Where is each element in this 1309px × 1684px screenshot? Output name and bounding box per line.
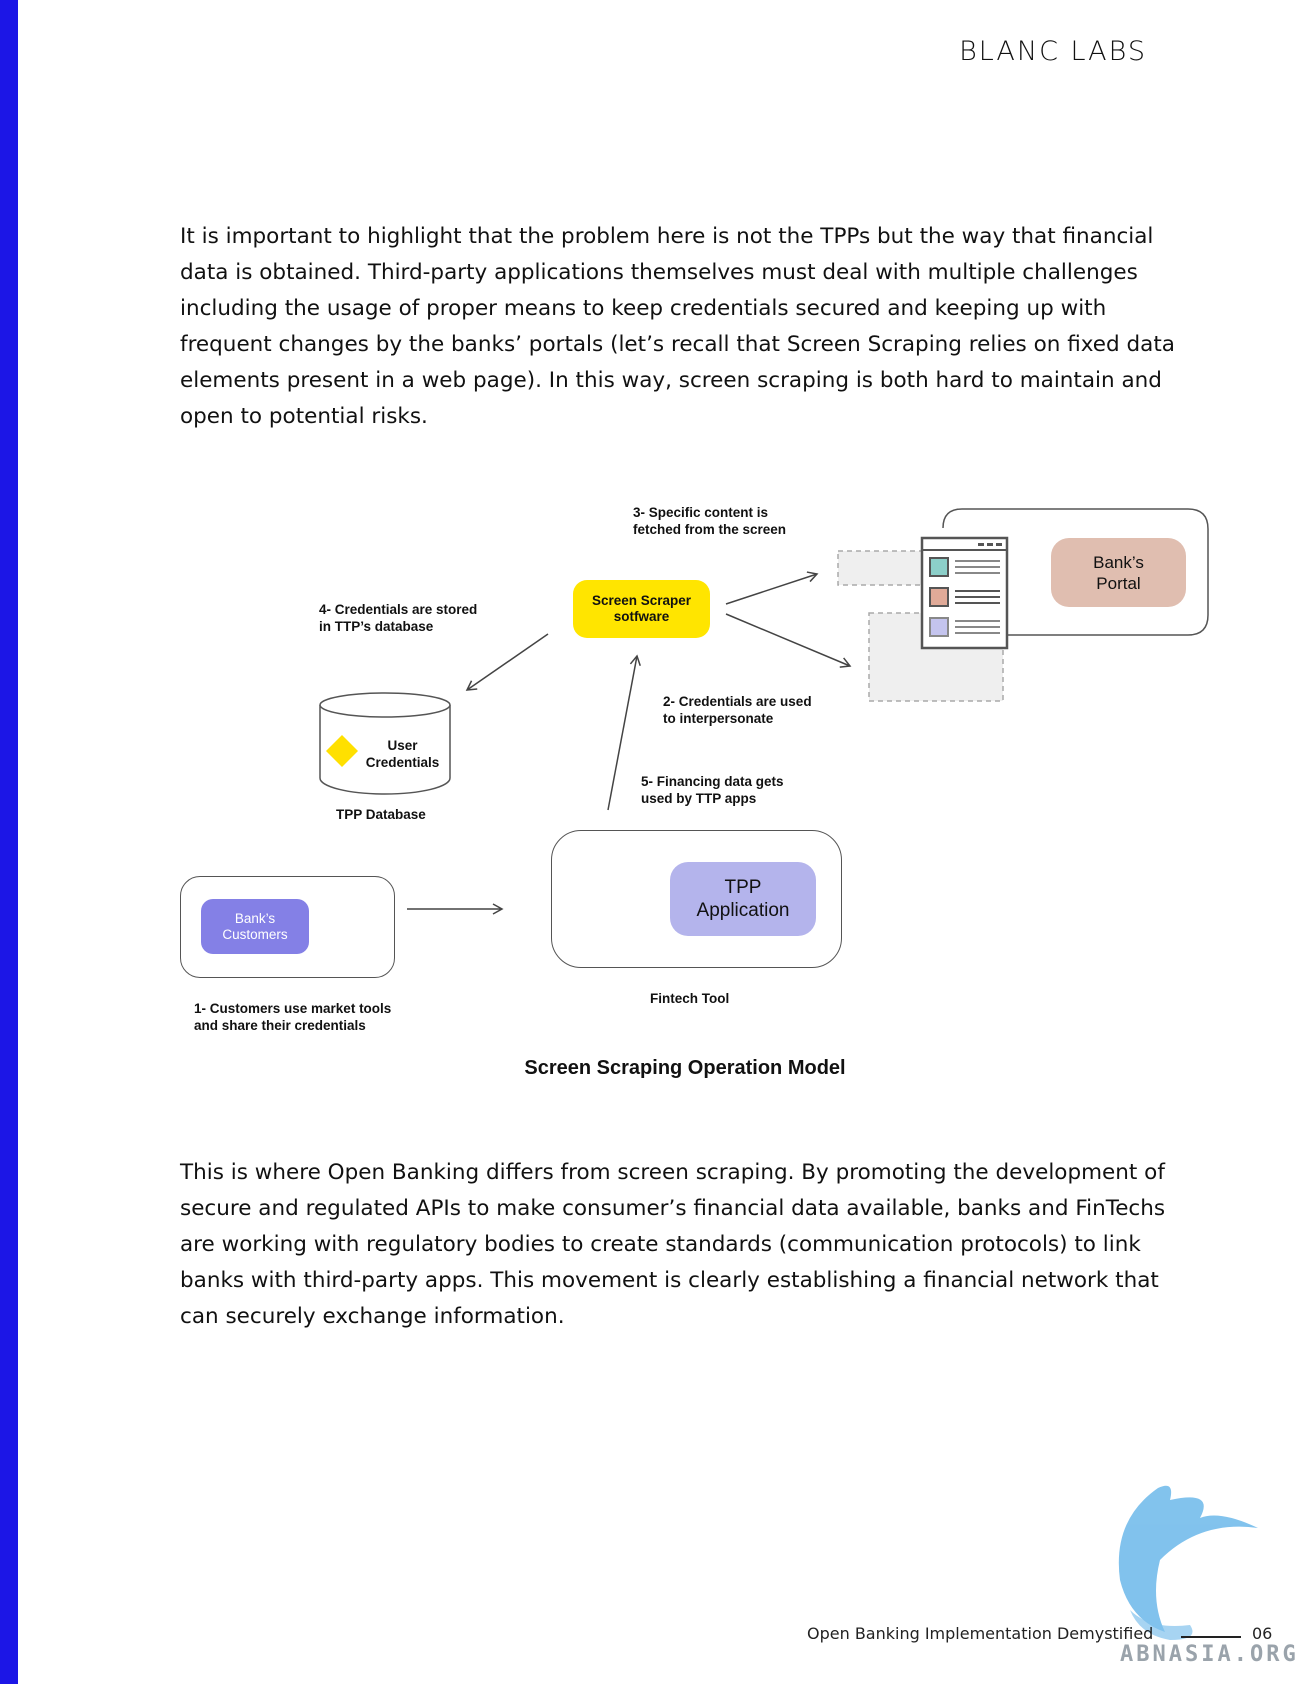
page-number: 06 bbox=[1252, 1624, 1273, 1643]
database-caption: TPP Database bbox=[336, 807, 426, 822]
tpp-label-2: Application bbox=[696, 900, 790, 921]
watermark-text: ABNASIA.ORG bbox=[1120, 1642, 1299, 1667]
bank-portal-label-2: Portal bbox=[1096, 573, 1141, 593]
diagram-title: Screen Scraping Operation Model bbox=[524, 1057, 846, 1079]
bank-portal-label-1: Bank’s bbox=[1093, 552, 1144, 572]
arrow-scraper-to-database bbox=[465, 633, 549, 691]
arrow-tpp-to-scraper bbox=[607, 654, 641, 811]
brand-logo: BLANC LABS bbox=[959, 36, 1147, 67]
footer-doc-title: Open Banking Implementation Demystified bbox=[807, 1624, 1154, 1643]
intro-paragraph: It is important to highlight that the pr… bbox=[180, 224, 1175, 429]
open-banking-paragraph: This is where Open Banking differs from … bbox=[180, 1160, 1166, 1329]
web-page-icon bbox=[920, 536, 1009, 650]
scraper-label-2: sotfware bbox=[613, 609, 670, 624]
watermark-bird-logo bbox=[1118, 1485, 1258, 1640]
scraper-label-1: Screen Scraper bbox=[591, 593, 692, 608]
arrow-scraper-to-portal-bottom bbox=[725, 613, 852, 668]
customers-label-1: Bank’s bbox=[234, 910, 276, 926]
scraped-area-bottom bbox=[868, 612, 1004, 702]
credential-diamond bbox=[326, 735, 358, 767]
sidebar-accent-bar bbox=[0, 0, 18, 1684]
arrow-scraper-to-portal-top bbox=[725, 571, 819, 605]
tpp-label-1: TPP bbox=[724, 877, 762, 898]
footer-divider bbox=[1181, 1636, 1241, 1638]
customers-label-2: Customers bbox=[222, 926, 288, 942]
fintech-caption: Fintech Tool bbox=[650, 991, 730, 1006]
scraped-area-top bbox=[837, 550, 935, 586]
